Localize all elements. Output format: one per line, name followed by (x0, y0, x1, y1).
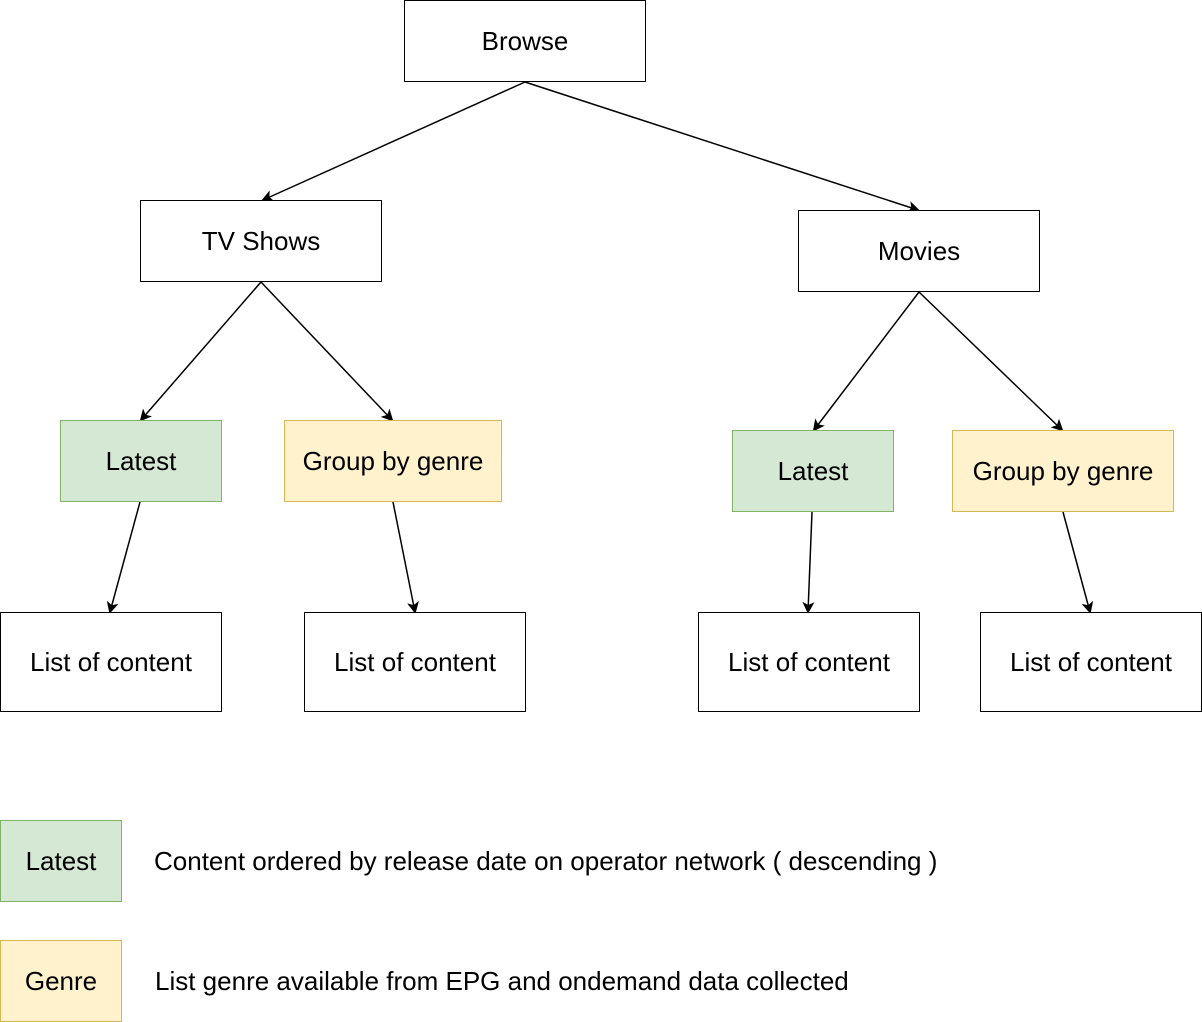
movies-group-by-genre-node: Group by genre (952, 430, 1174, 512)
legend-latest-swatch: Latest (0, 820, 122, 902)
edge-browse-to-movies (524, 81, 920, 213)
legend-genre-swatch: Genre (0, 940, 122, 1022)
edge-movies-to-movies-genre (918, 291, 1064, 432)
edge-tv-shows-to-tv-latest (139, 281, 262, 422)
edge-tv-shows-to-tv-genre (260, 281, 394, 422)
edge-tv-latest-to-tv-latest-list (106, 501, 141, 614)
legend-latest-description: Content ordered by release date on opera… (154, 846, 938, 876)
movies-latest-node: Latest (732, 430, 894, 512)
tv-genre-list-node: List of content (304, 612, 526, 712)
edge-browse-to-tv-shows (261, 81, 526, 202)
tv-shows-node: TV Shows (140, 200, 382, 282)
edge-tv-genre-to-tv-genre-list (392, 501, 419, 614)
tv-latest-list-node: List of content (0, 612, 222, 712)
movies-node: Movies (798, 210, 1040, 292)
legend-genre-description: List genre available from EPG and ondema… (155, 966, 849, 996)
edge-movies-latest-to-movies-latest-list (802, 511, 815, 614)
movies-latest-list-node: List of content (698, 612, 920, 712)
edge-movies-genre-to-movies-genre-list (1062, 511, 1094, 614)
browse-node: Browse (404, 0, 646, 82)
edge-movies-to-movies-latest (812, 291, 920, 432)
movies-genre-list-node: List of content (980, 612, 1202, 712)
tv-latest-node: Latest (60, 420, 222, 502)
tv-group-by-genre-node: Group by genre (284, 420, 502, 502)
